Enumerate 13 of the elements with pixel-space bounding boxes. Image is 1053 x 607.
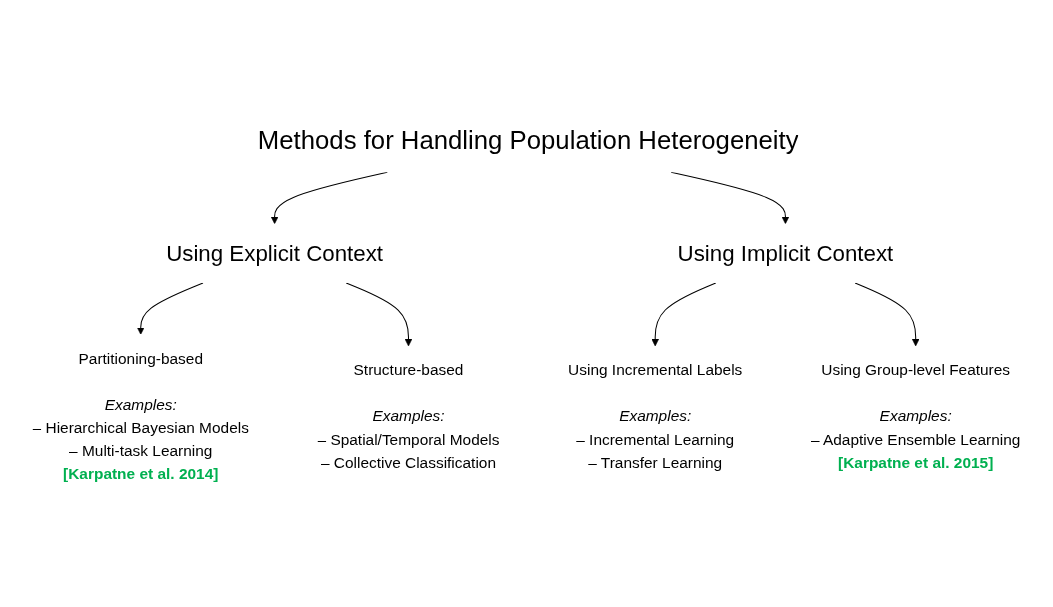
node-text: Partitioning-based Examples: – Hierarchical Bayesian Models – Multi-task Learning [Karpatne et al. 2014] — [32, 349, 249, 483]
node-text: Using Implicit Context — [677, 240, 894, 266]
node-text: Structure-based Examples: – Spatial/Temporal Models – Collective Classification — [317, 361, 500, 472]
arrow — [136, 282, 204, 335]
arrow — [651, 282, 717, 347]
node-text: Using Group-level Features Examples: – Adaptive Ensemble Learning [Karpatne et al. 2015] — [810, 361, 1021, 472]
arrow — [854, 282, 920, 347]
arrow — [345, 282, 413, 347]
node-text: Methods for Handling Population Heterogeneity — [257, 125, 799, 155]
node-text: Using Incremental Labels Examples: – Incremental Learning – Transfer Learning — [568, 361, 743, 472]
arrow — [270, 171, 388, 225]
arrow — [670, 171, 790, 225]
node-text: Using Explicit Context — [166, 240, 384, 266]
